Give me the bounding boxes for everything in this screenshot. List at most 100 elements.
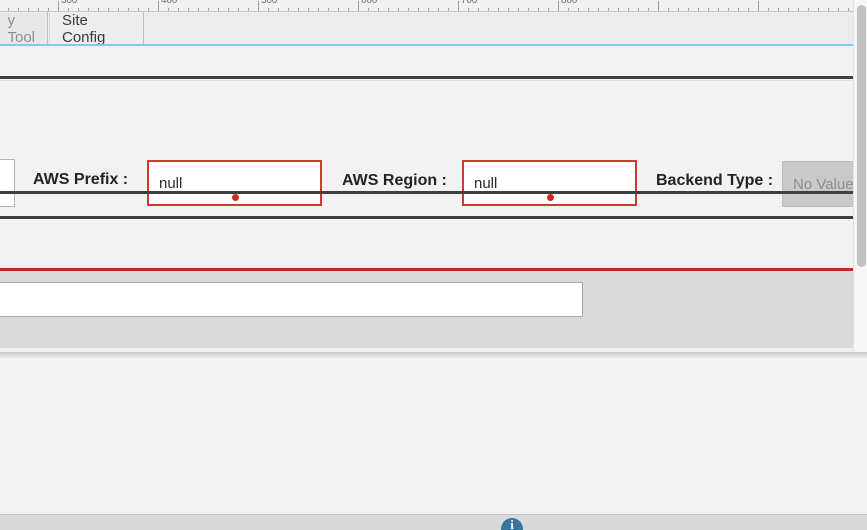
info-icon-glyph: i bbox=[510, 517, 514, 530]
ruler-minor-tick bbox=[418, 8, 419, 12]
ruler-minor-tick bbox=[328, 8, 329, 12]
vertical-scrollbar-thumb[interactable] bbox=[857, 5, 866, 267]
ruler-minor-tick bbox=[398, 8, 399, 12]
ruler-minor-tick bbox=[238, 8, 239, 12]
aws-prefix-label: AWS Prefix : bbox=[33, 171, 129, 188]
backend-type-input[interactable]: No Value bbox=[782, 161, 867, 207]
ruler-minor-tick bbox=[828, 8, 829, 12]
outer-background bbox=[0, 358, 867, 514]
ruler-minor-tick bbox=[68, 8, 69, 12]
wide-text-input[interactable] bbox=[0, 282, 583, 317]
ruler-minor-tick bbox=[478, 8, 479, 12]
aws-prefix-input[interactable]: null bbox=[147, 160, 322, 206]
ruler-minor-tick bbox=[118, 8, 119, 12]
ruler-minor-tick bbox=[618, 8, 619, 12]
ruler-minor-tick bbox=[548, 8, 549, 12]
separator-top-hairline bbox=[0, 80, 853, 81]
ruler-baseline bbox=[0, 11, 853, 12]
aws-region-value: null bbox=[474, 174, 498, 192]
ruler-tick-label: 800 bbox=[561, 0, 578, 6]
tab-site-config[interactable]: Site Config bbox=[49, 11, 144, 46]
ruler-minor-tick bbox=[88, 8, 89, 12]
ruler-minor-tick bbox=[18, 8, 19, 12]
ruler-minor-tick bbox=[198, 8, 199, 12]
content-panel: AWS Prefix : null AWS Region : null Back… bbox=[0, 46, 867, 367]
ruler-minor-tick bbox=[498, 8, 499, 12]
ruler-minor-tick bbox=[288, 8, 289, 12]
ruler-minor-tick bbox=[408, 8, 409, 12]
status-bar bbox=[0, 514, 867, 530]
ruler-minor-tick bbox=[578, 8, 579, 12]
separator-error-rule bbox=[0, 268, 853, 271]
ruler-minor-tick bbox=[688, 8, 689, 12]
tab-site-config-label: Site Config bbox=[62, 11, 106, 46]
ruler-tick-label: 300 bbox=[61, 0, 78, 6]
ruler-minor-tick bbox=[468, 8, 469, 12]
ruler-major-tick bbox=[558, 1, 559, 12]
ruler-minor-tick bbox=[318, 8, 319, 12]
ruler-minor-tick bbox=[218, 8, 219, 12]
ruler-major-tick bbox=[658, 1, 659, 12]
ruler-major-tick bbox=[458, 1, 459, 12]
ruler-minor-tick bbox=[538, 8, 539, 12]
tab-deploy-tool[interactable]: y Tool bbox=[0, 11, 48, 46]
ruler-minor-tick bbox=[38, 8, 39, 12]
ruler-minor-tick bbox=[178, 8, 179, 12]
tab-deploy-tool-label: y Tool bbox=[7, 11, 36, 46]
ruler-minor-tick bbox=[8, 8, 9, 12]
backend-type-placeholder: No Value bbox=[793, 175, 854, 193]
panel-bottom-shadow bbox=[0, 352, 867, 360]
info-icon[interactable]: i bbox=[501, 518, 523, 530]
vertical-scrollbar[interactable] bbox=[853, 0, 867, 352]
aws-region-input[interactable]: null bbox=[462, 160, 637, 206]
ruler-minor-tick bbox=[308, 8, 309, 12]
aws-prefix-error-dot-icon bbox=[231, 194, 239, 201]
ruler-minor-tick bbox=[278, 8, 279, 12]
ruler-major-tick bbox=[758, 1, 759, 12]
ruler-minor-tick bbox=[208, 8, 209, 12]
ruler-minor-tick bbox=[98, 8, 99, 12]
separator-middle-upper bbox=[0, 191, 853, 194]
ruler-minor-tick bbox=[768, 8, 769, 12]
ruler-minor-tick bbox=[248, 8, 249, 12]
ruler-minor-tick bbox=[728, 8, 729, 12]
ruler-minor-tick bbox=[228, 8, 229, 12]
ruler-major-tick bbox=[358, 1, 359, 12]
ruler-minor-tick bbox=[848, 8, 849, 12]
ruler-minor-tick bbox=[698, 8, 699, 12]
ruler-minor-tick bbox=[638, 8, 639, 12]
ruler-minor-tick bbox=[338, 8, 339, 12]
aws-prefix-value: null bbox=[159, 174, 183, 192]
tab-bar-filler bbox=[145, 12, 853, 45]
separator-top bbox=[0, 76, 853, 79]
ruler-major-tick bbox=[258, 1, 259, 12]
ruler-minor-tick bbox=[138, 8, 139, 12]
ruler-minor-tick bbox=[588, 8, 589, 12]
ruler-tick-label: 400 bbox=[161, 0, 178, 6]
ruler-minor-tick bbox=[788, 8, 789, 12]
ruler-minor-tick bbox=[448, 8, 449, 12]
ruler-minor-tick bbox=[598, 8, 599, 12]
ruler-tick-label: 600 bbox=[361, 0, 378, 6]
ruler-minor-tick bbox=[678, 8, 679, 12]
ruler-minor-tick bbox=[128, 8, 129, 12]
ruler-major-tick bbox=[58, 1, 59, 12]
ruler-minor-tick bbox=[78, 8, 79, 12]
separator-middle-lower bbox=[0, 216, 853, 219]
ruler-minor-tick bbox=[608, 8, 609, 12]
ruler-minor-tick bbox=[528, 8, 529, 12]
ruler-minor-tick bbox=[108, 8, 109, 12]
ruler-minor-tick bbox=[428, 8, 429, 12]
ruler-minor-tick bbox=[568, 8, 569, 12]
ruler-minor-tick bbox=[48, 8, 49, 12]
partial-text-input[interactable] bbox=[0, 159, 15, 207]
ruler-minor-tick bbox=[148, 8, 149, 12]
ruler-minor-tick bbox=[738, 8, 739, 12]
ruler-minor-tick bbox=[718, 8, 719, 12]
ruler-minor-tick bbox=[188, 8, 189, 12]
ruler-minor-tick bbox=[808, 8, 809, 12]
ruler-major-tick bbox=[158, 1, 159, 12]
ruler-minor-tick bbox=[748, 8, 749, 12]
ruler-minor-tick bbox=[508, 8, 509, 12]
